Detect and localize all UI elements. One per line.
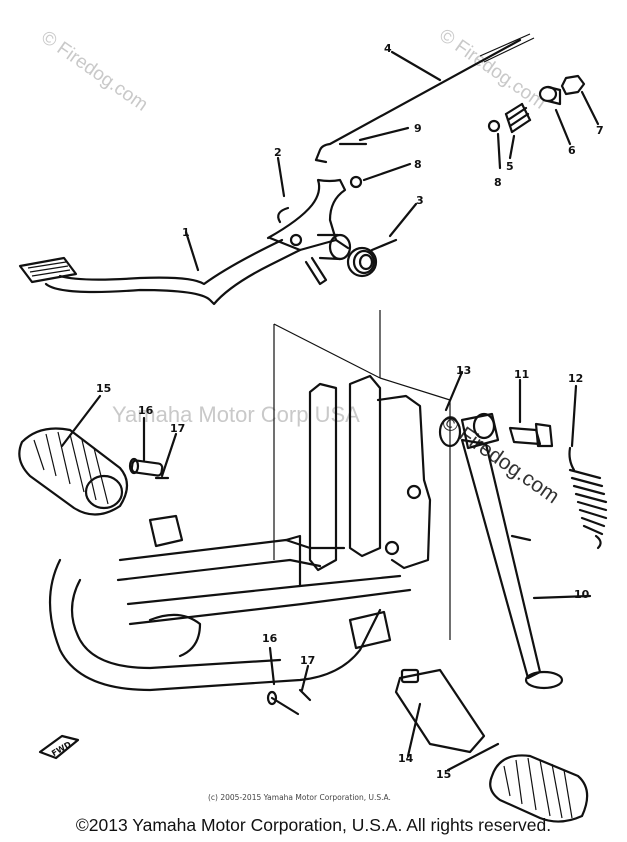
frame-hole-2	[384, 540, 400, 556]
sidestand-bracket	[460, 412, 500, 450]
frame-structure	[48, 310, 451, 692]
frame-reference-lines	[273, 310, 381, 560]
watermark-top-left: © Firedog.com	[37, 27, 151, 116]
washer-8-lower	[487, 119, 501, 133]
callout-9: 9	[414, 122, 422, 135]
callout-leaders	[60, 50, 600, 772]
footrest-right-15	[489, 754, 589, 823]
cross-tube-upper-b	[116, 558, 322, 582]
callout-8-lower: 8	[494, 176, 502, 189]
callout-15-left: 15	[96, 382, 111, 395]
brake-rod	[314, 38, 522, 162]
circlip-2	[277, 206, 290, 224]
callout-6: 6	[568, 144, 576, 157]
callout-5: 5	[506, 160, 514, 173]
brake-lower-tab	[304, 256, 328, 286]
spring-5	[504, 102, 532, 134]
sidestand-foot	[524, 670, 564, 690]
washer-13	[438, 416, 462, 448]
brake-pedal-arm	[44, 248, 302, 306]
brake-pedal-pad	[18, 256, 78, 284]
brake-pedal-assembly	[18, 33, 586, 306]
callout-3: 3	[416, 194, 424, 207]
callout-12: 12	[568, 372, 583, 385]
forward-arrow-badge: FWD	[38, 734, 80, 760]
callout-16-upper: 16	[138, 404, 154, 417]
clevis-pin-16-lower	[266, 690, 300, 716]
watermark-center: Yamaha Motor Corp USA	[112, 402, 360, 427]
frame-reference-lines-right	[379, 377, 451, 640]
collar-6	[538, 85, 562, 106]
frame-down-tube-2	[348, 374, 382, 558]
copyright-small: (c) 2005-2015 Yamaha Motor Corporation, …	[208, 793, 391, 802]
pivot-hole	[289, 233, 303, 247]
callout-15-right: 15	[436, 768, 451, 781]
callout-16-lower: 16	[262, 632, 278, 645]
cotter-pin-17-lower	[298, 688, 312, 702]
callout-1: 1	[182, 226, 190, 239]
footrest-left-15	[18, 427, 129, 516]
stand-spring-12	[568, 446, 608, 550]
frame-down-tube	[308, 382, 338, 572]
copyright-main: ©2013 Yamaha Motor Corporation, U.S.A. A…	[75, 815, 552, 835]
callout-7: 7	[596, 124, 604, 137]
callout-numbers: 1 2 3 4 5 6 7 8 8 9 10 11 12 13 14 15 15…	[96, 42, 604, 781]
clevis-pin-16-upper	[128, 457, 164, 477]
frame-gusset	[284, 534, 302, 588]
brake-pedal-pad-grip	[27, 261, 71, 277]
brake-pivot-bracket-base	[268, 236, 350, 252]
footrest-bracket-right	[348, 610, 392, 650]
lower-frame-loop-inner	[70, 578, 282, 670]
torsion-spring	[346, 238, 398, 278]
lower-frame-loop	[48, 558, 382, 692]
sidestand-assembly	[438, 412, 608, 690]
callout-14: 14	[398, 752, 414, 765]
cross-tube-mid-b	[128, 588, 412, 626]
watermark-group: © Firedog.com © Firedog.com Yamaha Motor…	[37, 25, 563, 508]
callout-17-upper: 17	[170, 422, 185, 435]
brake-pedal-arm-upper	[58, 238, 284, 286]
callout-11: 11	[514, 368, 529, 381]
callout-13: 13	[456, 364, 471, 377]
pivot-bolt-11	[508, 422, 554, 448]
callout-10: 10	[574, 588, 590, 601]
brake-pivot-bracket	[266, 178, 347, 242]
frame-rear-plate	[376, 394, 432, 570]
cross-tube-mid	[126, 574, 402, 606]
callout-8-upper: 8	[414, 158, 422, 171]
footrest-bracket-left	[148, 514, 184, 548]
footrest-arm-14	[394, 668, 486, 754]
frame-curve	[148, 613, 202, 658]
pivot-boss-sides	[316, 233, 342, 261]
adjust-nut-7	[560, 74, 586, 96]
washer-8-upper	[349, 175, 363, 189]
callout-2: 2	[274, 146, 282, 159]
frame-hole	[406, 484, 422, 500]
callout-4: 4	[384, 42, 392, 55]
brake-rod-thread	[479, 33, 535, 63]
spring-hook	[510, 534, 532, 542]
brake-rod-end	[314, 158, 328, 164]
sidestand-10	[460, 438, 564, 690]
callout-17-lower: 17	[300, 654, 315, 667]
cross-tube-upper	[118, 538, 346, 562]
